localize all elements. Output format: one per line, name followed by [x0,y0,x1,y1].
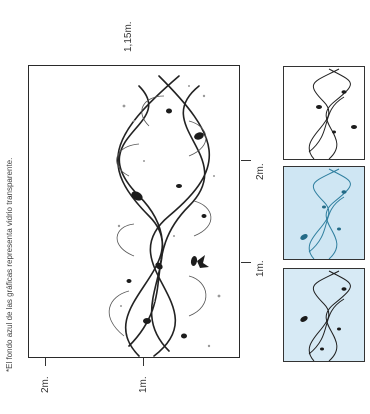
height-measure-label-1m: 1m. [255,260,266,277]
glass-footnote: *El fondo azul de las gráficas represent… [5,157,14,372]
bottom-tick-right [143,358,144,366]
thumbnail-blue-teal[interactable] [283,166,365,260]
bottom-measure-label-1m: 1m. [138,376,149,393]
thumbnail-white[interactable] [283,66,365,160]
measure-tick-upper [241,160,251,161]
floral-pattern-thumb [300,270,351,361]
floral-pattern [108,75,221,357]
bottom-tick-left [45,358,46,366]
thumbnail-blue-dark[interactable] [283,268,365,362]
width-measure-label: 1,15m. [123,21,134,52]
floral-pattern-thumb [308,68,357,159]
height-measure-label-2m: 2m. [255,163,266,180]
measure-tick-lower [241,262,251,263]
main-glass-panel [28,65,240,358]
bottom-measure-label-2m: 2m. [40,376,51,393]
floral-pattern-thumb [300,168,351,259]
